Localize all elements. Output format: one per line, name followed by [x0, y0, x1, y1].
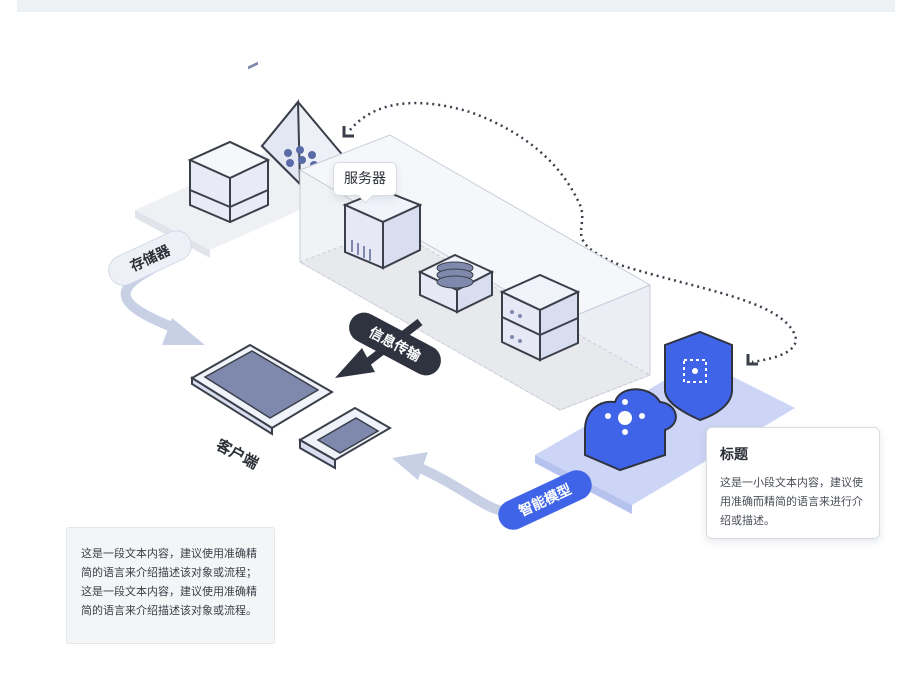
client-label: 客户端 — [212, 435, 261, 472]
phone-icon — [297, 406, 393, 470]
ai-model-label-pill: 智能模型 — [498, 470, 592, 530]
connector-start-corner-icon — [342, 126, 354, 138]
storage-arrow-head — [162, 318, 205, 345]
info-card-title: 标题 — [720, 447, 748, 463]
ai-arrow-head — [392, 452, 428, 480]
cloud-network-icon — [584, 388, 677, 472]
connector-end-corner-icon — [746, 354, 758, 366]
tablet-icon — [190, 343, 334, 436]
rack-server-icon — [499, 273, 581, 362]
server-label: 服务器 — [344, 171, 386, 187]
note-box: 这是一段文本内容，建议使用准确精简的语言来介绍描述该对象或流程；这是一段文本内容… — [66, 527, 275, 644]
shield-icon — [664, 330, 733, 422]
server-cube-icon — [342, 188, 423, 270]
storage-hex-icon — [187, 61, 271, 224]
database-icon — [417, 253, 495, 314]
info-card: 标题 这是一小段文本内容，建议使用准确而精简的语言来进行介绍或描述。 — [706, 427, 880, 539]
top-bar — [17, 0, 895, 12]
note-text: 这是一段文本内容，建议使用准确精简的语言来介绍描述该对象或流程；这是一段文本内容… — [81, 547, 257, 617]
server-callout: 服务器 — [333, 162, 397, 196]
storage-label-pill: 存储器 — [108, 230, 192, 286]
info-card-description: 这是一小段文本内容，建议使用准确而精简的语言来进行介绍或描述。 — [720, 476, 863, 527]
transfer-arrow-head — [335, 348, 375, 378]
